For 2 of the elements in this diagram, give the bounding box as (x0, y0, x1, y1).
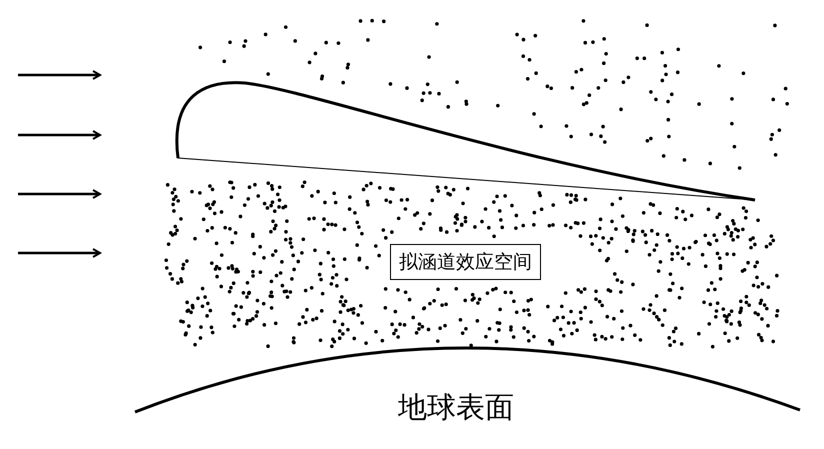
text-label-box: 拟涵道效应空间 (390, 244, 541, 280)
surface-label: 地球表面 (398, 391, 514, 426)
